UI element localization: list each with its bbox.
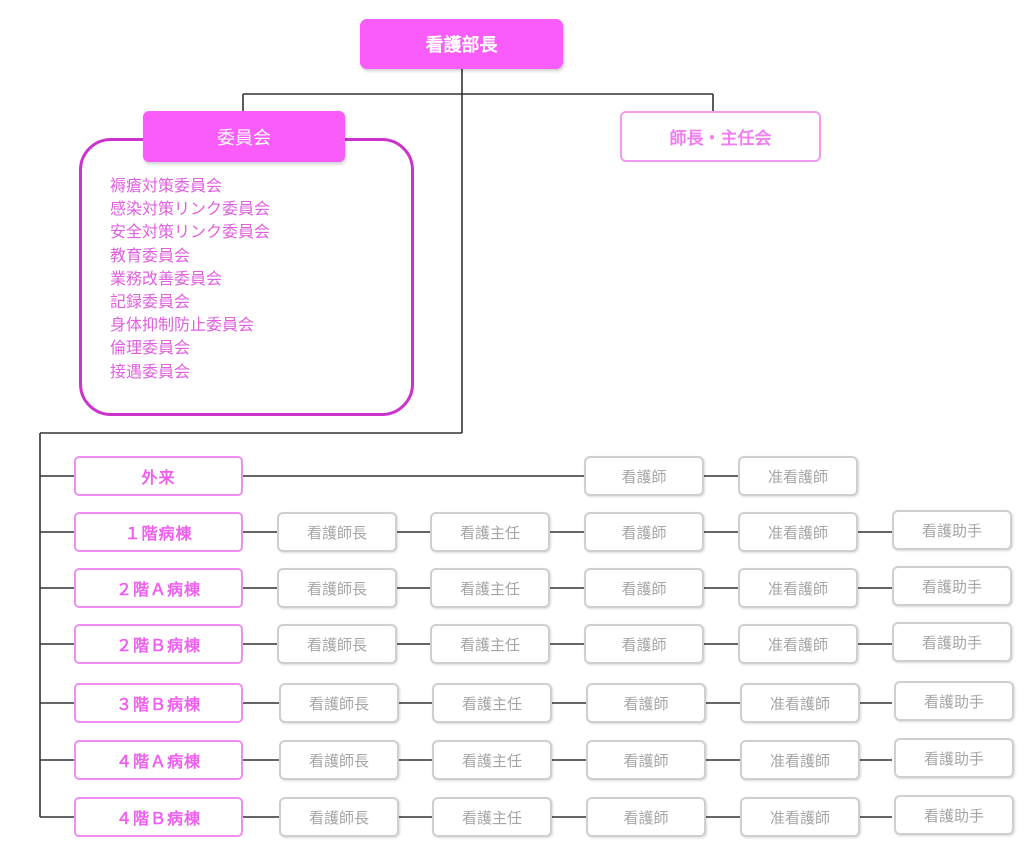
staff-box: 看護師	[584, 568, 704, 608]
staff-box: 看護師	[584, 456, 704, 496]
nursing-director-box: 看護部長	[360, 19, 563, 69]
staff-box: 准看護師	[738, 456, 858, 496]
staff-box: 看護助手	[894, 681, 1014, 721]
staff-box: 看護師長	[277, 568, 397, 608]
staff-box: 准看護師	[738, 624, 858, 664]
staff-box: 看護師長	[279, 683, 399, 723]
unit-ward-box: ４階Ａ病棟	[74, 740, 243, 780]
staff-box: 准看護師	[738, 512, 858, 552]
staff-box: 准看護師	[738, 568, 858, 608]
staff-box: 看護助手	[894, 738, 1014, 778]
staff-box: 准看護師	[740, 797, 860, 837]
staff-box: 准看護師	[740, 683, 860, 723]
committee-item: 褥瘡対策委員会	[110, 176, 223, 195]
staff-box: 看護師	[586, 740, 706, 780]
committee-item: 業務改善委員会	[110, 268, 223, 288]
chief-meeting-box: 師長・主任会	[620, 111, 821, 162]
committee-item: 身体抑制防止委員会	[110, 315, 255, 335]
staff-box: 看護主任	[432, 683, 552, 723]
staff-box: 看護主任	[430, 568, 550, 608]
staff-box: 准看護師	[740, 740, 860, 780]
staff-box: 看護師長	[277, 512, 397, 552]
staff-box: 看護助手	[894, 795, 1014, 835]
staff-box: 看護師長	[279, 797, 399, 837]
staff-box: 看護師長	[279, 740, 399, 780]
unit-ward-box: ４階Ｂ病棟	[74, 797, 243, 837]
staff-box: 看護師	[584, 624, 704, 664]
staff-box: 看護助手	[892, 510, 1012, 550]
unit-ward-box: ３階Ｂ病棟	[74, 683, 243, 723]
committee-item: 接遇委員会	[110, 361, 191, 381]
committee-box: 委員会	[143, 111, 345, 162]
committee-item: 教育委員会	[110, 245, 191, 265]
committee-item: 安全対策リンク委員会	[110, 222, 271, 242]
staff-box: 看護主任	[430, 624, 550, 664]
staff-box: 看護主任	[432, 740, 552, 780]
unit-ward-box: １階病棟	[74, 512, 243, 552]
staff-box: 看護師長	[277, 624, 397, 664]
committee-list: 褥瘡対策委員会 感染対策リンク委員会 安全対策リンク委員会 教育委員会 業務改善…	[110, 174, 270, 383]
staff-box: 看護師	[586, 683, 706, 723]
committee-item: 倫理委員会	[110, 338, 191, 358]
staff-box: 看護助手	[892, 622, 1012, 662]
staff-box: 看護師	[584, 512, 704, 552]
staff-box: 看護師	[586, 797, 706, 837]
unit-ward-box: ２階Ａ病棟	[74, 568, 243, 608]
unit-ward-box: ２階Ｂ病棟	[74, 624, 243, 664]
committee-item: 記録委員会	[110, 292, 191, 312]
committee-item: 感染対策リンク委員会	[110, 199, 271, 219]
staff-box: 看護主任	[432, 797, 552, 837]
staff-box: 看護主任	[430, 512, 550, 552]
unit-outpatient-box: 外来	[74, 456, 243, 496]
staff-box: 看護助手	[892, 566, 1012, 606]
